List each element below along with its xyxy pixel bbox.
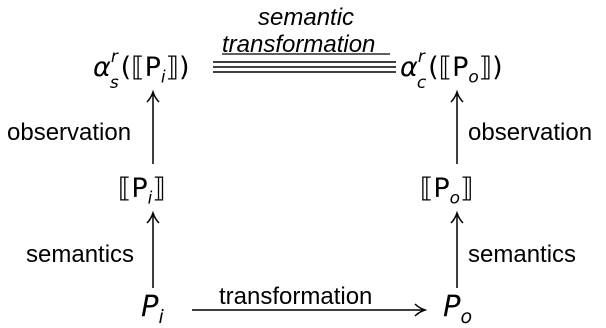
- left-lower-arrow: [146, 210, 160, 288]
- mid-left-node: ⟦Pi⟧: [118, 173, 166, 207]
- arg-close: ⟧): [478, 52, 503, 83]
- bottom-left-node: Pi: [141, 289, 164, 327]
- subscript-i: i: [147, 188, 153, 209]
- alpha-symbol: α: [93, 52, 111, 83]
- subscript-o: o: [460, 305, 473, 328]
- program-symbol: P: [443, 289, 461, 323]
- top-right-node: αrc(⟦Po⟧): [400, 49, 503, 92]
- right-lower-edge-label: semantics: [468, 241, 577, 268]
- arg-subscript: i: [160, 67, 166, 88]
- arg-open: (⟦P: [428, 52, 469, 83]
- subscript-s: s: [109, 73, 119, 94]
- right-upper-edge-label: observation: [468, 119, 593, 146]
- bracket-close: ⟧: [460, 173, 474, 204]
- bottom-right-node: Po: [443, 289, 472, 327]
- alpha-symbol: α: [400, 52, 418, 83]
- arg-subscript: o: [468, 67, 479, 88]
- top-edge-label-line1: semantic: [258, 4, 355, 31]
- arg-open: (⟦P: [120, 52, 161, 83]
- bracket-open: ⟦P: [420, 173, 450, 204]
- superscript-r: r: [417, 47, 425, 67]
- bottom-edge-label: transformation: [219, 283, 373, 310]
- left-upper-arrow: [146, 89, 160, 164]
- subscript-c: c: [416, 73, 427, 94]
- top-equivalence-lines: [213, 61, 396, 73]
- left-upper-edge-label: observation: [7, 119, 132, 146]
- bottom-arrow: [192, 303, 428, 317]
- subscript-i: i: [158, 305, 164, 328]
- right-upper-arrow: [450, 89, 464, 164]
- left-lower-edge-label: semantics: [26, 241, 135, 268]
- mid-right-node: ⟦Po⟧: [420, 173, 474, 207]
- top-left-node: αrs(⟦Pi⟧): [93, 49, 190, 92]
- bracket-close: ⟧: [152, 173, 166, 204]
- bracket-open: ⟦P: [118, 173, 148, 204]
- top-edge-label-line2: transformation: [222, 31, 376, 58]
- right-lower-arrow: [450, 210, 464, 288]
- subscript-o: o: [449, 188, 461, 209]
- program-symbol: P: [141, 289, 159, 323]
- arg-close: ⟧): [165, 52, 190, 83]
- superscript-r: r: [110, 47, 118, 67]
